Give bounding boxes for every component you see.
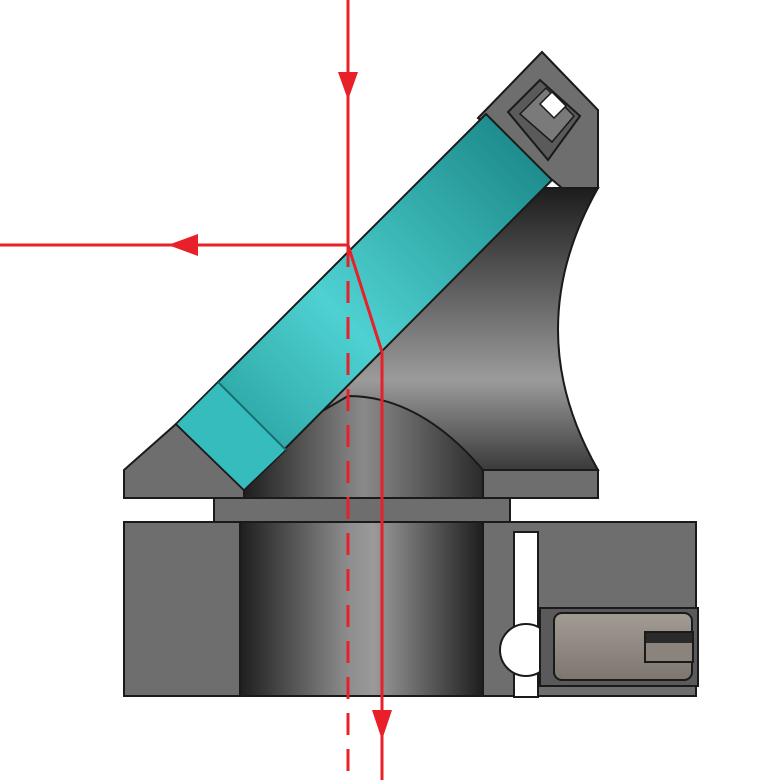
lower-housing-block (123, 521, 699, 698)
flange-plate (213, 497, 511, 523)
transmitted-arrow-icon (372, 710, 392, 740)
clamp-white-square (538, 90, 568, 120)
clamp-retainer (518, 86, 576, 144)
lower-housing-left (123, 521, 243, 697)
beam-splitter-mirror (174, 112, 554, 492)
lower-cylinder (239, 521, 484, 697)
incident-arrow-icon (338, 72, 358, 100)
set-screw (539, 607, 699, 687)
mirror-edge-line (217, 381, 287, 451)
right-base-plate (482, 469, 599, 499)
screw-socket-shadow (646, 633, 692, 643)
refracted-beam-in-mirror (346, 244, 384, 353)
reflected-arrow-icon (168, 234, 198, 256)
upper-housing (123, 50, 599, 499)
